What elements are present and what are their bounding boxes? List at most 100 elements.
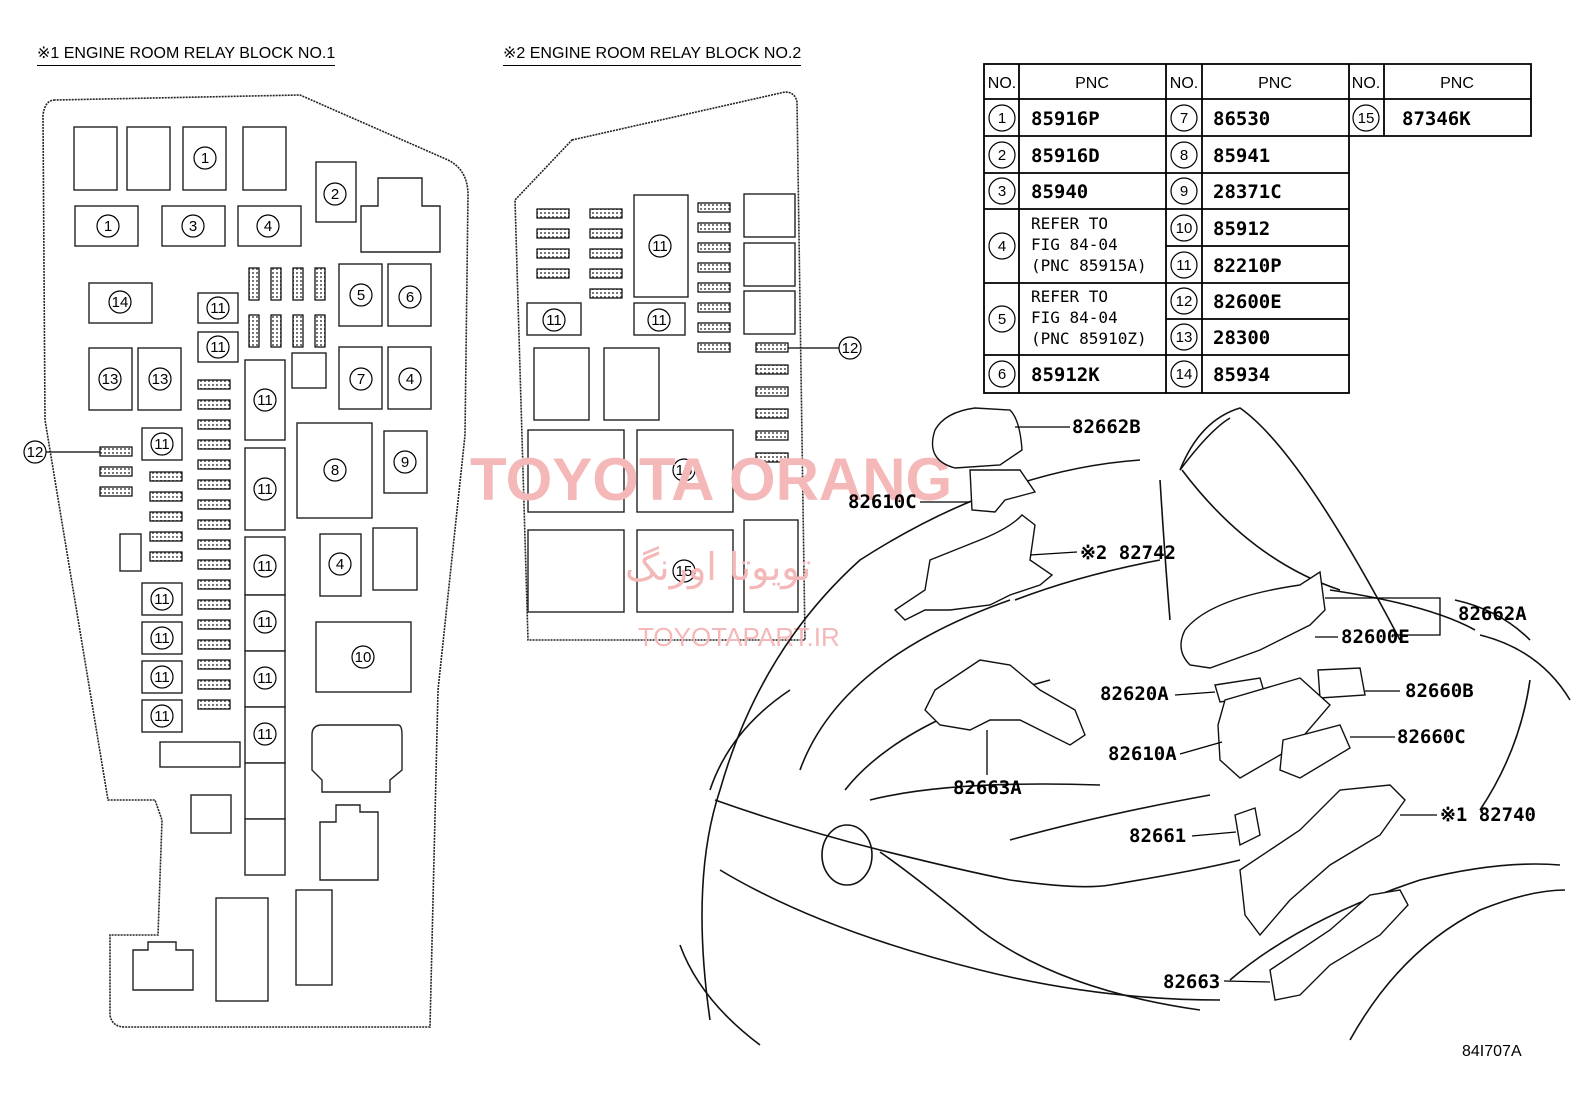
table-pnc: 28371C xyxy=(1213,181,1282,203)
svg-text:7: 7 xyxy=(357,371,365,388)
svg-text:2: 2 xyxy=(331,186,339,203)
svg-text:15: 15 xyxy=(676,563,693,580)
callout-82662A: 82662A xyxy=(1458,603,1527,625)
table-pnc: 86530 xyxy=(1213,108,1270,130)
table-pnc: 82210P xyxy=(1213,255,1282,277)
callout-82620A: 82620A xyxy=(1100,683,1169,705)
callout-82600E: 82600E xyxy=(1341,626,1410,648)
header-pnc-3: PNC xyxy=(1440,75,1474,92)
svg-text:11: 11 xyxy=(154,436,170,453)
table-no: 14 xyxy=(1176,366,1193,383)
table-pnc: 85912 xyxy=(1213,218,1270,240)
callout-82740: ※1 82740 xyxy=(1440,804,1536,826)
svg-text:3: 3 xyxy=(189,218,197,235)
svg-text:11: 11 xyxy=(257,726,273,743)
relay-block-2 xyxy=(514,91,806,641)
svg-text:13: 13 xyxy=(102,371,119,388)
callout-82742: ※2 82742 xyxy=(1080,542,1176,564)
table-pnc: 85916P xyxy=(1031,108,1100,130)
table-pnc: REFER TO xyxy=(1031,287,1108,306)
svg-text:4: 4 xyxy=(406,371,414,388)
part-82660C xyxy=(1279,724,1351,779)
watermark-line1: TOYOTA ORANG xyxy=(470,446,952,513)
pnc-table-no-values: 1 2 3 4 5 6 7 8 9 10 11 12 13 14 15 xyxy=(998,110,1375,383)
pnc-table-no-circles xyxy=(988,104,1380,388)
header-no-2: NO. xyxy=(1170,75,1198,92)
svg-text:11: 11 xyxy=(257,670,273,687)
table-pnc: 85916D xyxy=(1031,145,1100,167)
block2-fuses xyxy=(536,202,789,463)
block1-item-circles xyxy=(23,146,422,746)
pnc-table-values: 85916P 85916D 85940 REFER TO FIG 84-04 (… xyxy=(1031,108,1471,386)
block2-outline xyxy=(514,91,806,641)
table-pnc: REFER TO xyxy=(1031,214,1108,233)
table-no: 15 xyxy=(1358,110,1375,127)
table-pnc: (PNC 85915A) xyxy=(1031,256,1147,275)
part-82660B xyxy=(1317,667,1366,699)
table-no: 1 xyxy=(998,110,1006,127)
table-no: 3 xyxy=(998,183,1006,200)
part-82662A xyxy=(1180,570,1326,669)
block1-fuses xyxy=(99,267,326,710)
svg-text:11: 11 xyxy=(154,591,170,608)
table-pnc: 82600E xyxy=(1213,291,1282,313)
block2-relays xyxy=(526,193,799,613)
table-no: 6 xyxy=(998,366,1006,383)
table-no: 13 xyxy=(1176,329,1193,346)
part-82662B xyxy=(931,407,1023,469)
table-pnc: 85912K xyxy=(1031,364,1100,386)
svg-text:11: 11 xyxy=(154,630,170,647)
block2-item-circles xyxy=(542,234,862,583)
callout-82610A: 82610A xyxy=(1108,743,1177,765)
table-pnc: 85940 xyxy=(1031,181,1088,203)
watermark-line2: تویوتا اورنگ xyxy=(625,545,812,590)
callout-82661: 82661 xyxy=(1129,825,1186,847)
table-no: 12 xyxy=(1176,293,1193,310)
svg-text:11: 11 xyxy=(651,312,667,329)
table-pnc: (PNC 85910Z) xyxy=(1031,329,1147,348)
svg-text:11: 11 xyxy=(210,339,226,356)
table-no: 11 xyxy=(1176,257,1192,274)
parts-sketches xyxy=(893,407,1409,1001)
header-pnc-1: PNC xyxy=(1075,75,1109,92)
callout-82660B: 82660B xyxy=(1405,680,1474,702)
table-no: 8 xyxy=(1180,147,1188,164)
header-no-1: NO. xyxy=(988,75,1016,92)
svg-text:15: 15 xyxy=(676,462,693,479)
table-no: 2 xyxy=(998,147,1006,164)
svg-text:4: 4 xyxy=(336,556,344,573)
svg-text:9: 9 xyxy=(401,454,409,471)
svg-text:10: 10 xyxy=(355,649,372,666)
svg-text:13: 13 xyxy=(152,371,169,388)
svg-text:5: 5 xyxy=(357,287,365,304)
part-82610A xyxy=(1217,677,1331,779)
table-no: 10 xyxy=(1176,220,1193,237)
figure-code: 84I707A xyxy=(1462,1043,1522,1060)
svg-text:11: 11 xyxy=(546,312,562,329)
svg-text:11: 11 xyxy=(257,481,273,498)
block2-title: ※2 ENGINE ROOM RELAY BLOCK NO.2 xyxy=(503,43,802,66)
part-82663A xyxy=(924,659,1086,746)
pnc-table-headers: NO. PNC NO. PNC NO. PNC xyxy=(988,75,1474,92)
header-no-3: NO. xyxy=(1352,75,1380,92)
svg-text:12: 12 xyxy=(27,444,44,461)
part-82610C xyxy=(969,469,1037,513)
part-82663 xyxy=(1269,889,1409,1001)
pnc-table-grid xyxy=(983,63,1532,394)
table-no: 4 xyxy=(998,238,1006,255)
table-no: 5 xyxy=(998,311,1006,328)
block1-relays xyxy=(73,126,441,1002)
table-pnc: FIG 84-04 xyxy=(1031,235,1118,254)
svg-text:1: 1 xyxy=(201,150,209,167)
svg-text:14: 14 xyxy=(112,294,129,311)
callout-82660C: 82660C xyxy=(1397,726,1466,748)
svg-text:11: 11 xyxy=(210,300,226,317)
header-pnc-2: PNC xyxy=(1258,75,1292,92)
svg-text:11: 11 xyxy=(257,614,273,631)
svg-text:11: 11 xyxy=(652,238,668,255)
table-no: 9 xyxy=(1180,183,1188,200)
table-pnc: 87346K xyxy=(1402,108,1471,130)
callout-leaders xyxy=(920,426,1441,983)
relay-block-1 xyxy=(42,94,469,1028)
